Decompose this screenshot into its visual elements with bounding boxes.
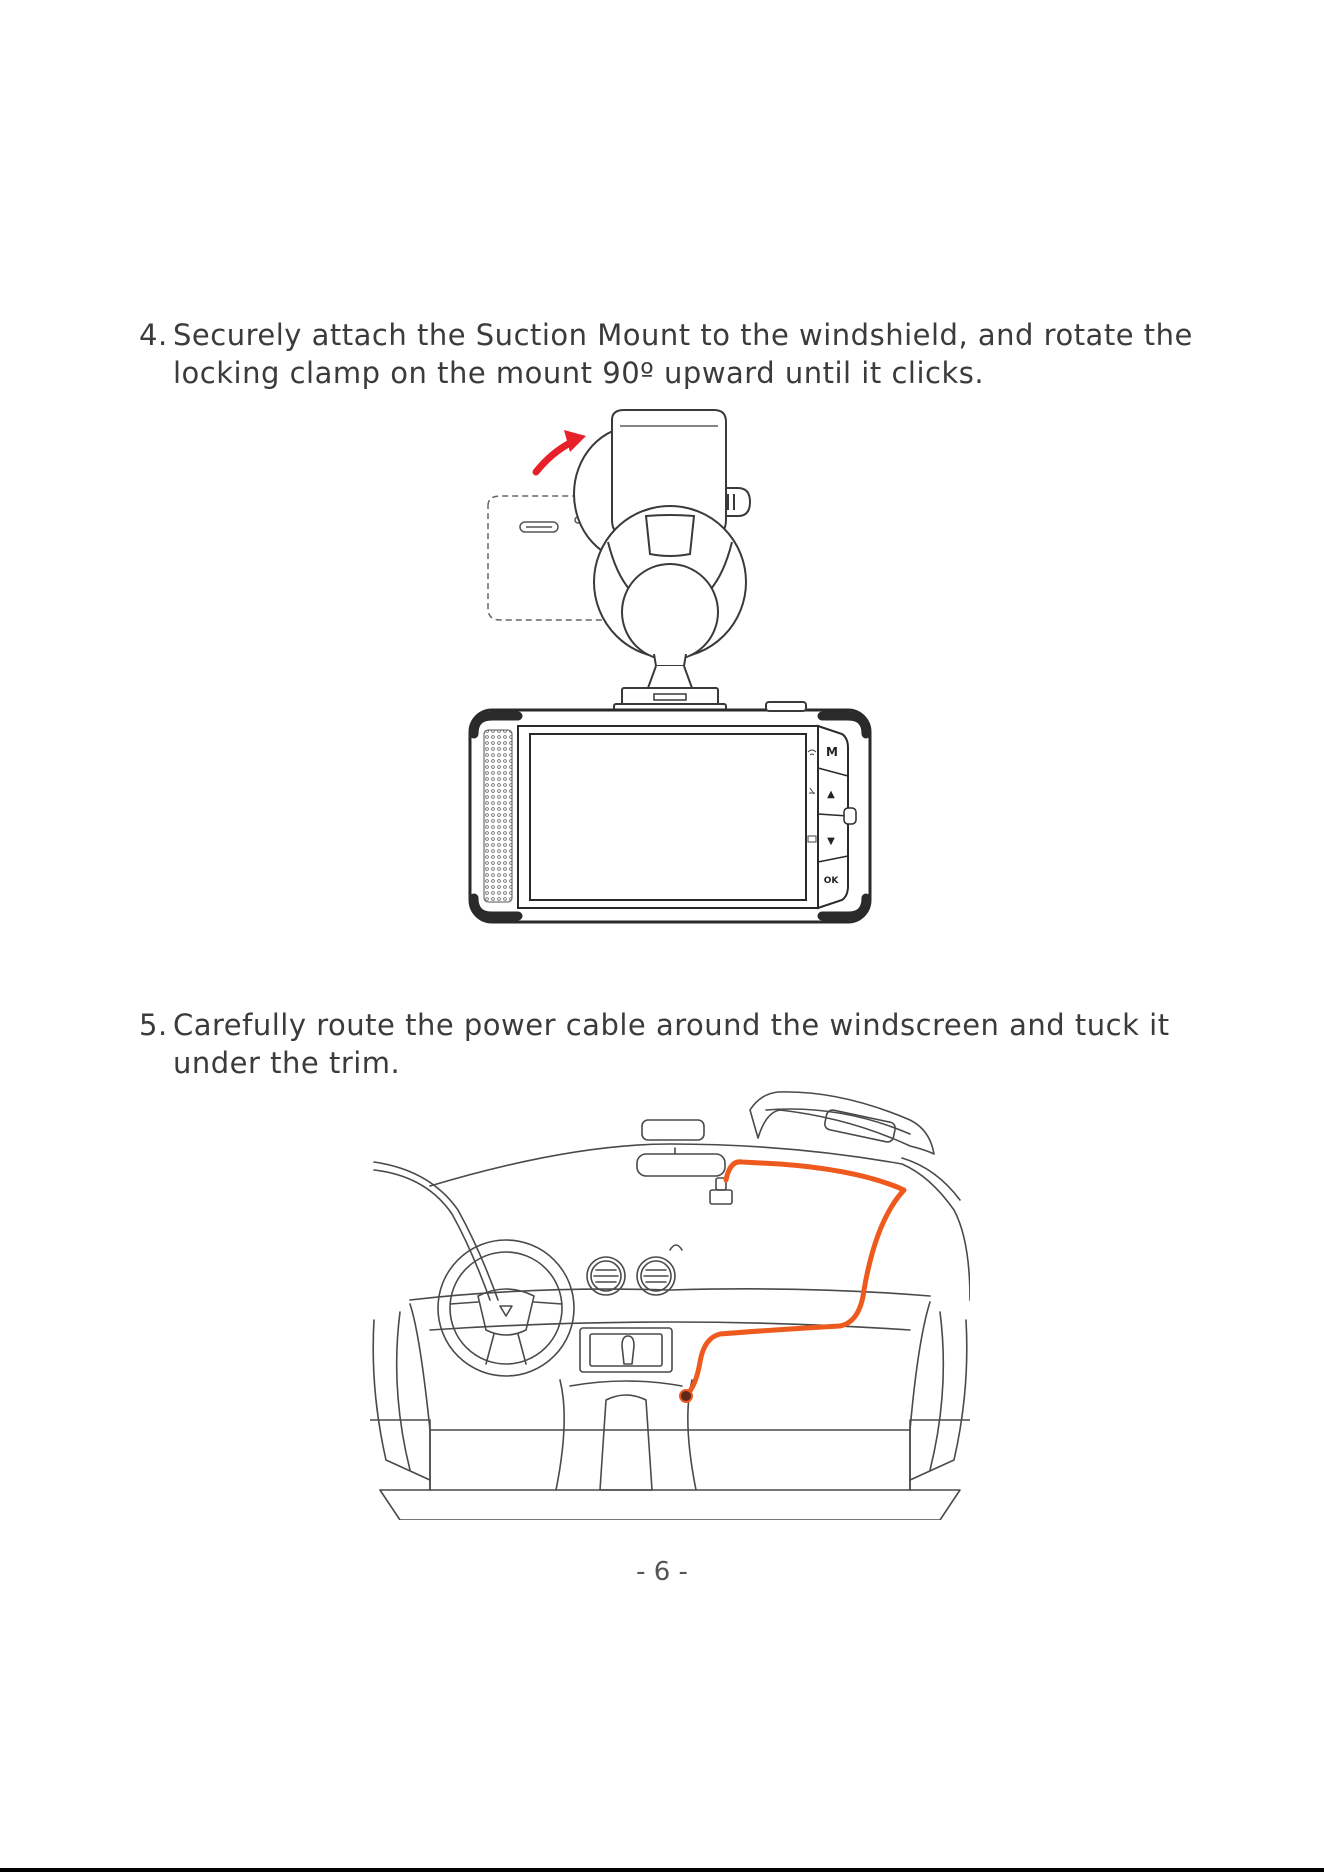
- steering-wheel: [438, 1240, 574, 1376]
- up-button[interactable]: ▲: [827, 789, 835, 800]
- dashcam-screen: [530, 734, 806, 900]
- step-text: Carefully route the power cable around t…: [139, 1006, 1199, 1082]
- rear-view-mirror: [637, 1154, 725, 1176]
- step-5-instruction: 5. Carefully route the power cable aroun…: [139, 1006, 1199, 1082]
- mount-stem: [654, 654, 686, 666]
- page-number: - 6 -: [0, 1557, 1324, 1587]
- step-text: Securely attach the Suction Mount to the…: [139, 316, 1199, 392]
- windshield-frame: [374, 1162, 498, 1300]
- rotate-arrow-icon: [536, 442, 572, 472]
- step-number: 4.: [139, 316, 168, 354]
- bottom-rule: [0, 1868, 1324, 1872]
- ball-joint: [622, 564, 718, 660]
- step-4-instruction: 4. Securely attach the Suction Mount to …: [139, 316, 1199, 392]
- m-button[interactable]: M: [826, 745, 838, 759]
- step-number: 5.: [139, 1006, 168, 1044]
- rotate-arrow-head: [564, 430, 586, 452]
- side-switch: [844, 808, 856, 824]
- power-plug: [680, 1390, 692, 1402]
- roof-console: [642, 1120, 704, 1140]
- ok-button[interactable]: OK: [824, 876, 840, 886]
- dashcam-small: [710, 1190, 732, 1204]
- speaker-grille: [484, 730, 512, 902]
- power-cable: [686, 1162, 904, 1396]
- gear-shifter: [622, 1336, 634, 1364]
- top-button: [766, 702, 806, 711]
- dashcam-mount-illustration: M ▲ ▼ OK: [460, 404, 880, 924]
- car-interior-illustration: [370, 1090, 970, 1520]
- sunroof: [750, 1092, 934, 1154]
- down-button[interactable]: ▼: [827, 836, 835, 847]
